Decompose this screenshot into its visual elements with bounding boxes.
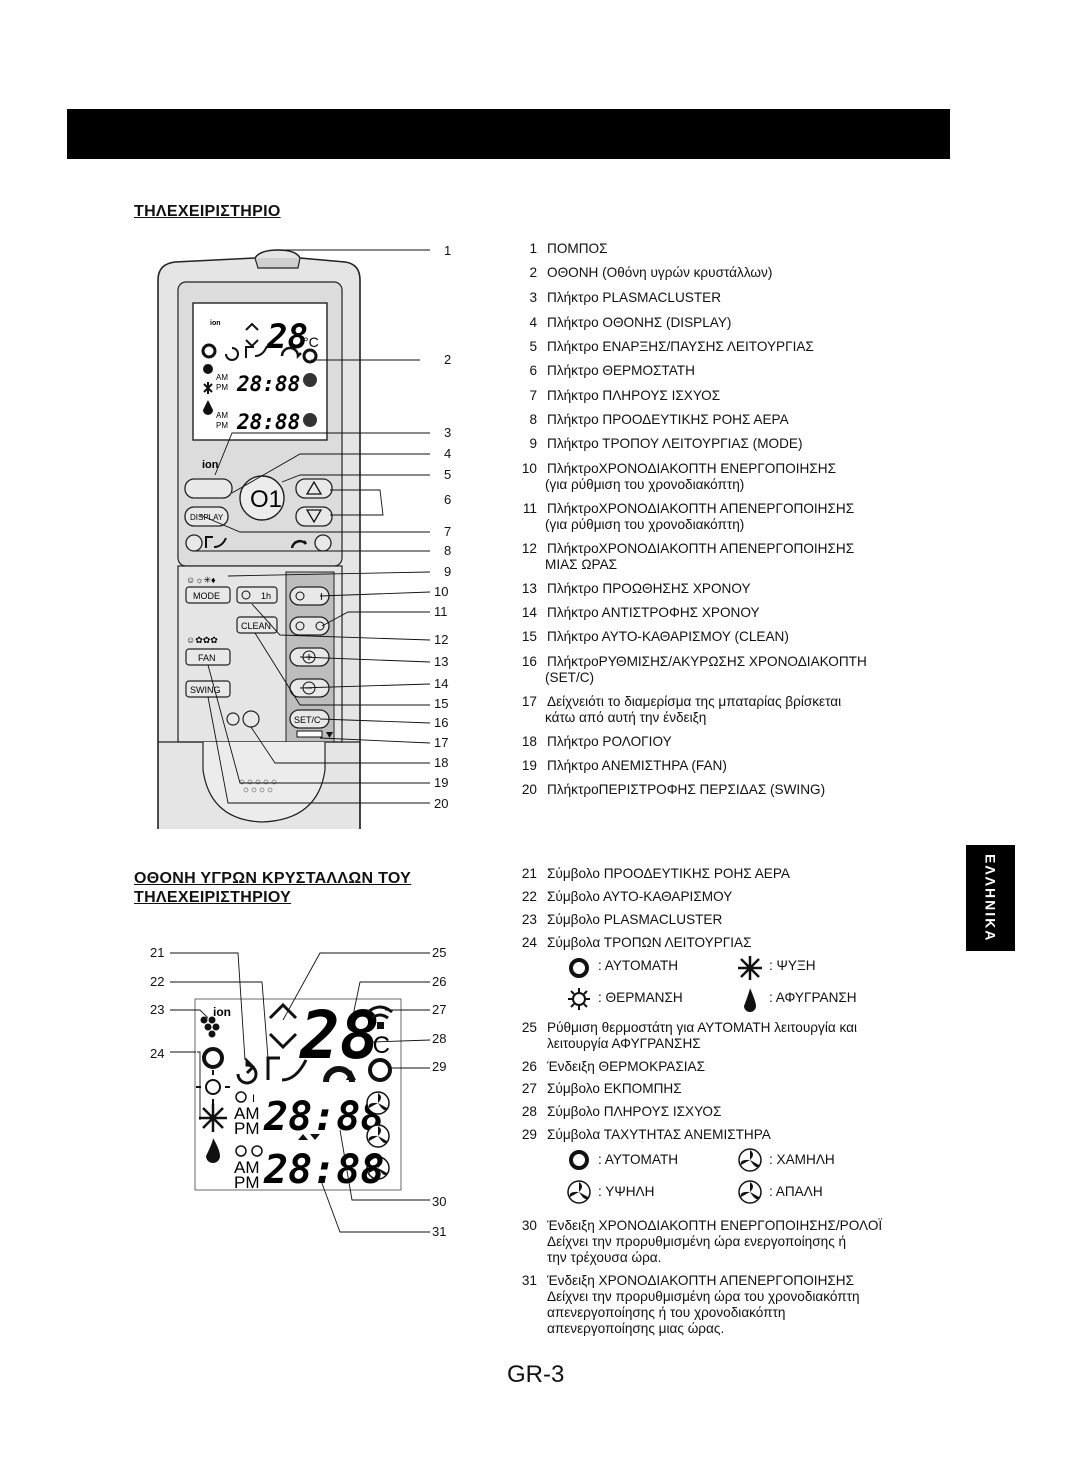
legend-mode-heat: : ΘΕΡΜΑΝΣΗ	[598, 990, 683, 1005]
lcd-section-title-line1: ΟΘΟΝΗ ΥΓΡΩΝ ΚΡΥΣΤΑΛΛΩΝ ΤΟΥ	[134, 870, 412, 887]
remote-lcd-deg: °C	[303, 334, 319, 350]
temp-up-button[interactable]	[295, 478, 333, 499]
mode-icons-strip: ☺☼✳♦	[186, 575, 216, 585]
remote-lcd-pm1: PM	[216, 383, 228, 392]
on-off-label: O1	[250, 486, 282, 513]
remote-callout-12: 12	[434, 632, 449, 647]
remote-callout-11: 11	[434, 604, 448, 619]
swing-button-label: SWING	[190, 685, 221, 695]
full-power-button[interactable]	[185, 534, 203, 552]
remote-callout-7: 7	[444, 524, 452, 539]
lcd-illustration: 28 °C ion I AM PM 28:88 AM PM 28:88	[170, 952, 431, 1233]
clock-button[interactable]	[226, 712, 240, 726]
fan-icons-strip: ☺✿✿✿	[186, 635, 218, 645]
lcd-off-time: 28:88	[263, 1147, 384, 1193]
dry-mode-icon	[744, 988, 756, 1012]
lcd-am-1: AM	[234, 1104, 260, 1123]
lcd-callout-21: 21	[150, 945, 165, 960]
lcd-callout-22: 22	[150, 974, 165, 989]
remote-callout-8: 8	[444, 543, 452, 558]
remote-lcd-am2: AM	[216, 411, 228, 420]
remote-callout-13: 13	[434, 654, 449, 669]
remote-callout-9: 9	[444, 564, 452, 579]
lcd-callout-30: 30	[432, 1194, 447, 1209]
lcd-callout-26: 26	[432, 974, 447, 989]
fan-soft-icon	[738, 1180, 762, 1204]
legend-mode-auto: : ΑΥΤΟΜΑΤΗ	[598, 958, 679, 973]
battery-indicator	[296, 730, 323, 738]
fan-high-icon	[567, 1180, 591, 1204]
remote-callout-1: 1	[444, 243, 452, 258]
gentle-flow-button[interactable]	[314, 534, 332, 552]
lcd-deg-c: °C	[363, 1032, 390, 1059]
remote-callout-5: 5	[444, 467, 452, 482]
remote-callout-14: 14	[434, 676, 449, 691]
legend-mode-cool: : ΨΥΞΗ	[769, 958, 816, 973]
remote-lcd-pm2: PM	[216, 421, 228, 430]
remote-callout-18: 18	[434, 755, 449, 770]
remote-callout-16: 16	[434, 715, 449, 730]
lcd-callout-31: 31	[432, 1224, 447, 1239]
on-timer-label: I	[320, 592, 323, 603]
clean-button-label: CLEAN	[241, 621, 271, 631]
plasmacluster-button[interactable]	[184, 478, 233, 499]
remote-ion-label: ion	[202, 459, 219, 471]
fan-auto-icon	[569, 1150, 589, 1170]
fan-low-icon	[738, 1148, 762, 1172]
lcd-ion-label: ion	[213, 1005, 231, 1019]
lcd-callout-27: 27	[432, 1002, 447, 1017]
page-number: GR-3	[507, 1361, 565, 1388]
lcd-am-2: AM	[234, 1158, 260, 1177]
off-timer-button[interactable]	[289, 616, 330, 636]
remote-callout-6: 6	[444, 492, 452, 507]
remote-callout-4: 4	[444, 446, 452, 461]
cool-mode-icon	[738, 956, 762, 980]
remote-callout-17: 17	[434, 735, 449, 750]
lcd-pm-1: PM	[234, 1119, 260, 1138]
temp-down-button[interactable]	[295, 506, 333, 527]
lcd-callout-23: 23	[150, 1002, 165, 1017]
lcd-callout-24: 24	[150, 1046, 165, 1061]
remote-callout-15: 15	[434, 696, 449, 711]
remote-callout-19: 19	[434, 775, 449, 790]
timer-1h-label: 1h	[261, 591, 271, 601]
svg-text:I: I	[252, 1093, 255, 1105]
set-cancel-label: SET/C	[294, 715, 321, 725]
lcd-on-time: 28:88	[263, 1094, 384, 1140]
remote-lcd-on-time: 28:88	[236, 372, 300, 396]
heat-mode-icon	[568, 988, 590, 1010]
remote-lcd-ion: ion	[210, 320, 221, 327]
remote-lcd-am1: AM	[216, 373, 228, 382]
remote-lcd-off-time: 28:88	[236, 410, 300, 434]
fan-button-label: FAN	[198, 653, 216, 663]
legend-fan-auto: : ΑΥΤΟΜΑΤΗ	[598, 1152, 679, 1167]
lcd-pm-2: PM	[234, 1173, 260, 1192]
mode-button[interactable]	[185, 586, 231, 604]
mode-button-label: MODE	[193, 591, 220, 601]
auto-mode-icon	[569, 958, 589, 978]
remote-callout-10: 10	[434, 584, 449, 599]
lcd-callout-25: 25	[432, 945, 447, 960]
remote-section-title: ΤΗΛΕΧΕΙΡΙΣΤΗΡΙΟ	[134, 203, 281, 220]
remote-lcd-temp: 28	[266, 317, 308, 357]
legend-fan-high: : ΥΨΗΛΗ	[598, 1184, 655, 1199]
lcd-temp-digits: 28	[299, 997, 379, 1074]
legend-fan-low: : ΧΑΜΗΛΗ	[769, 1152, 835, 1167]
remote-illustration: ion 28 °C AM PM 28:88 AM PM 28:88 ion DI…	[157, 249, 431, 829]
remote-callout-2: 2	[444, 352, 452, 367]
legend-mode-dry: : ΑΦΥΓΡΑΝΣΗ	[769, 990, 857, 1005]
remote-callout-3: 3	[444, 425, 452, 440]
remote-callout-20: 20	[434, 796, 449, 811]
lcd-section-title-line2: ΤΗΛΕΧΕΙΡΙΣΤΗΡΙΟΥ	[134, 889, 292, 906]
header-bar	[67, 109, 950, 159]
display-button[interactable]	[184, 506, 229, 527]
language-tab[interactable]: ΕΛΛΗΝΙΚΑ	[966, 845, 1015, 951]
lcd-callout-29: 29	[432, 1059, 447, 1074]
lcd-callout-28: 28	[432, 1031, 447, 1046]
legend-fan-soft: : ΑΠΑΛΗ	[769, 1184, 823, 1199]
